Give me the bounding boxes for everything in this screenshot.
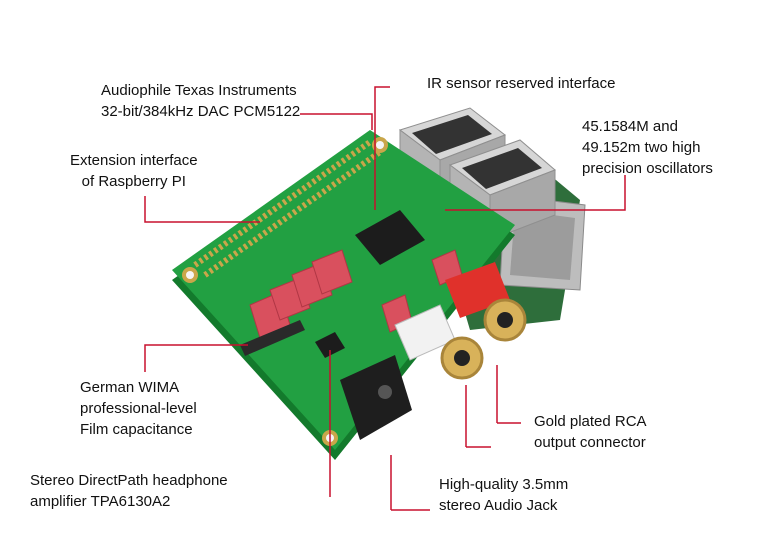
amp-chip-icon	[315, 332, 345, 358]
callout-rca-line1: Gold plated RCA	[534, 413, 647, 430]
rca-connector-icon	[440, 262, 527, 380]
ribbon-connector-icon	[240, 320, 305, 356]
callout-amp: Stereo DirectPath headphone amplifier TP…	[30, 470, 228, 512]
callout-jack: High-quality 3.5mm stereo Audio Jack	[439, 474, 568, 516]
callout-osc-line2: 49.152m two high	[582, 139, 701, 156]
callout-dac-line1: Audiophile Texas Instruments	[101, 82, 297, 99]
callout-rca: Gold plated RCA output connector	[534, 411, 647, 453]
callout-extension-line1: Extension interface	[70, 152, 198, 169]
callout-jack-line1: High-quality 3.5mm	[439, 476, 569, 493]
callout-dac-line2: 32-bit/384kHz DAC PCM5122	[101, 103, 301, 120]
callout-amp-line2: amplifier TPA6130A2	[30, 493, 171, 510]
callout-wima-line3: Film capacitance	[80, 421, 193, 438]
callout-extension-line2: of Raspberry PI	[81, 173, 186, 190]
dac-chip-icon	[355, 210, 425, 265]
callout-jack-line2: stereo Audio Jack	[439, 497, 558, 514]
callout-dac: Audiophile Texas Instruments 32-bit/384k…	[101, 80, 300, 122]
callout-rca-line2: output connector	[534, 434, 646, 451]
callout-oscillators: 45.1584M and 49.152m two high precision …	[582, 116, 713, 179]
callout-lines	[144, 86, 626, 511]
audio-jack-icon	[340, 355, 412, 440]
callout-ir: IR sensor reserved interface	[427, 73, 615, 94]
callout-extension: Extension interface of Raspberry PI	[70, 150, 198, 192]
callout-amp-line1: Stereo DirectPath headphone	[30, 472, 228, 489]
callout-osc-line3: precision oscillators	[582, 160, 713, 177]
callout-ir-line1: IR sensor reserved interface	[427, 75, 616, 92]
callout-osc-line1: 45.1584M and	[582, 118, 678, 135]
callout-wima-line2: professional-level	[80, 400, 197, 417]
callout-wima-line1: German WIMA	[80, 379, 180, 396]
callout-wima: German WIMA professional-level Film capa…	[80, 377, 197, 440]
